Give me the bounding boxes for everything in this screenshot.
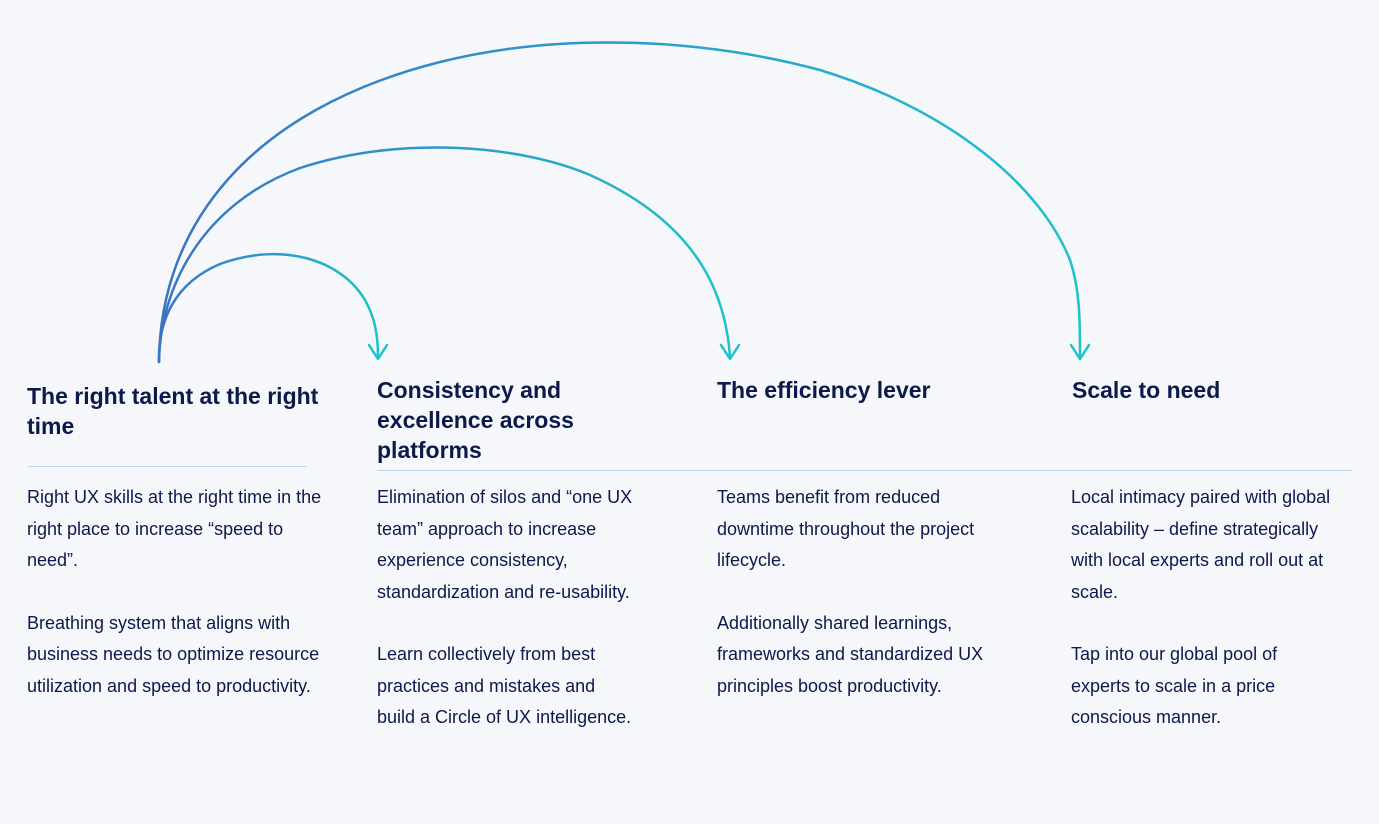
column-3-header: The efficiency lever: [717, 375, 1017, 405]
column-2-paragraph-1: Elimination of silos and “one UX team” a…: [377, 487, 633, 602]
column-4-header: Scale to need: [1072, 375, 1352, 405]
column-1-heading: The right talent at the right time: [27, 383, 319, 439]
column-2-header: Consistency and excellence across platfo…: [377, 375, 677, 465]
column-2-paragraph-2: Learn collectively from best practices a…: [377, 644, 632, 727]
column-4-heading: Scale to need: [1072, 377, 1221, 403]
arc-to-column-4: [157, 41, 1082, 364]
columns-2-4-divider: [377, 470, 1352, 471]
column-1-paragraph-2: Breathing system that aligns with busine…: [27, 612, 320, 696]
arc-to-column-2: [157, 252, 380, 364]
arrowhead-column-3: [719, 343, 741, 361]
column-3-body: Teams benefit from reduced downtime thro…: [717, 482, 1017, 702]
column-1-body: Right UX skills at the right time in the…: [27, 482, 337, 702]
column-4-paragraph-1: Local intimacy paired with global scalab…: [1071, 487, 1331, 602]
arrowhead-column-2: [367, 343, 389, 361]
column-4-paragraph-2: Tap into our global pool of experts to s…: [1071, 644, 1278, 727]
column-2-heading: Consistency and excellence across platfo…: [377, 377, 574, 463]
arrowhead-column-4: [1069, 343, 1091, 361]
column-4-body: Local intimacy paired with global scalab…: [1071, 482, 1361, 734]
column-2-body: Elimination of silos and “one UX team” a…: [377, 482, 677, 734]
arc-to-column-3: [157, 146, 732, 364]
column-3-paragraph-1: Teams benefit from reduced downtime thro…: [717, 487, 975, 570]
column-3-heading: The efficiency lever: [717, 377, 931, 403]
column-1-divider: [28, 466, 307, 467]
column-1-paragraph-1: Right UX skills at the right time in the…: [27, 487, 322, 570]
column-3-paragraph-2: Additionally shared learnings, framework…: [717, 612, 984, 696]
column-1-header: The right talent at the right time: [27, 381, 327, 441]
